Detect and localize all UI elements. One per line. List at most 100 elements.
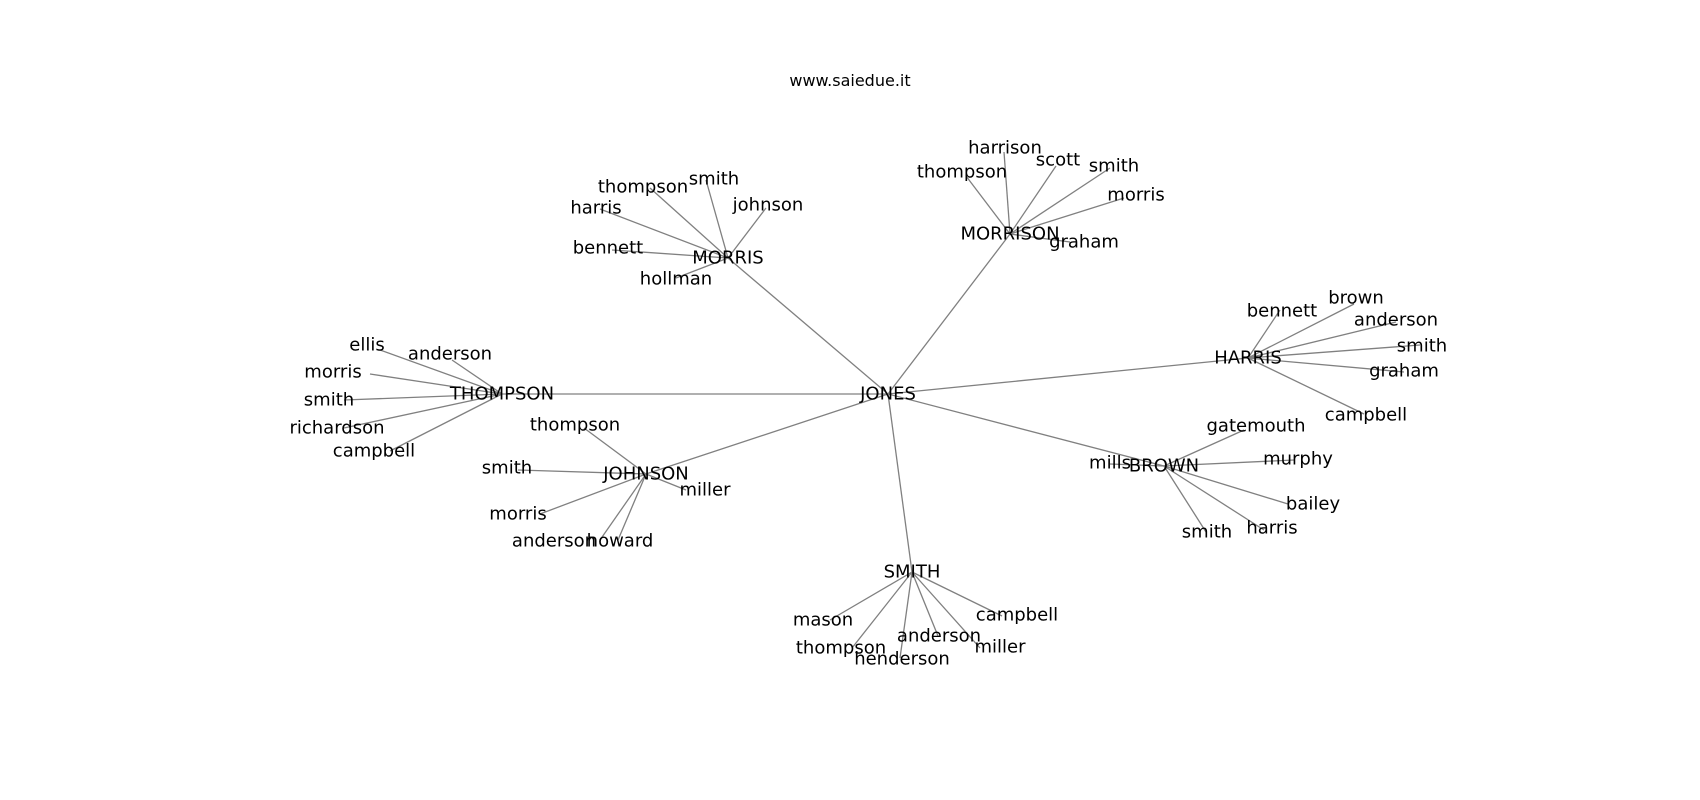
node-label-leaf: richardson <box>289 418 384 439</box>
edge-root-to-morrison <box>887 233 1011 395</box>
edge-brown-to-gatemouth <box>1163 429 1245 467</box>
edge-morris-to-johnson <box>727 207 767 259</box>
node-label-leaf: campbell <box>333 441 415 462</box>
node-label-leaf: henderson <box>854 649 950 670</box>
node-label-leaf: morris <box>304 362 361 383</box>
edge-johnson-to-howard <box>617 473 647 541</box>
edge-brown-to-mills <box>1109 463 1165 467</box>
edge-thompson-to-morris <box>369 373 503 395</box>
node-label-leaf: anderson <box>897 626 981 647</box>
edge-morris-to-thompson <box>649 187 729 259</box>
node-label-leaf: ellis <box>349 335 384 356</box>
node-label-leaf: mason <box>793 610 853 631</box>
node-label-leaf: graham <box>1369 361 1439 382</box>
edge-morris-to-hollman <box>675 257 729 279</box>
node-label-leaf: smith <box>304 390 354 411</box>
edge-morrison-to-harrison <box>1003 151 1011 235</box>
edge-harris-to-smith <box>1247 344 1421 359</box>
edge-morrison-to-smith <box>1009 167 1111 235</box>
page-title: www.saiedue.it <box>789 71 911 90</box>
edge-morris-to-smith <box>705 179 729 259</box>
node-label-leaf: bennett <box>573 238 644 259</box>
node-label-leaf: anderson <box>512 531 596 552</box>
node-label-hub: MORRISON <box>960 224 1059 245</box>
edge-morrison-to-thompson <box>965 175 1011 235</box>
edge-smith-to-campbell <box>911 571 1003 617</box>
node-label-leaf: johnson <box>732 195 804 216</box>
node-label-leaf: thompson <box>917 162 1007 183</box>
node-label-leaf: smith <box>1397 336 1447 357</box>
edge-thompson-to-campbell <box>389 393 503 452</box>
node-label-leaf: thompson <box>530 415 620 436</box>
edge-johnson-to-miller <box>645 473 687 491</box>
edge-johnson-to-thompson <box>583 427 647 475</box>
edge-root-to-brown <box>887 393 1165 467</box>
node-label-leaf: morris <box>489 504 546 525</box>
edge-root-to-johnson <box>645 393 889 475</box>
node-label-leaf: murphy <box>1263 449 1333 470</box>
node-label-root: JONES <box>859 384 916 405</box>
node-label-leaf: anderson <box>408 344 492 365</box>
edge-thompson-to-anderson <box>451 359 503 395</box>
edge-smith-to-anderson <box>911 571 939 637</box>
node-label-leaf: hollman <box>640 269 712 290</box>
node-label-leaf: mills <box>1089 453 1131 474</box>
edge-root-to-smith <box>887 393 913 573</box>
node-label-leaf: gatemouth <box>1206 416 1305 437</box>
node-label-leaf: campbell <box>1325 405 1407 426</box>
node-label-hub: BROWN <box>1129 456 1199 477</box>
edge-morrison-to-morris <box>1009 197 1125 235</box>
edge-root-to-morris <box>727 257 889 395</box>
edge-smith-to-thompson <box>851 571 913 649</box>
node-label-leaf: campbell <box>976 605 1058 626</box>
graph-edges <box>343 151 1421 659</box>
node-label-leaf: howard <box>587 531 654 552</box>
edge-morrison-to-scott <box>1009 165 1057 235</box>
edge-brown-to-harris <box>1163 465 1265 531</box>
node-label-leaf: harris <box>570 198 621 219</box>
edge-morrison-to-graham <box>1009 233 1071 243</box>
edge-root-to-harris <box>887 357 1249 395</box>
node-label-leaf: morris <box>1107 185 1164 206</box>
node-label-leaf: bailey <box>1286 494 1341 515</box>
node-label-leaf: anderson <box>1354 310 1438 331</box>
edge-harris-to-brown <box>1247 303 1355 359</box>
edge-brown-to-murphy <box>1163 459 1295 467</box>
edge-thompson-to-ellis <box>379 349 503 395</box>
node-label-leaf: harrison <box>968 138 1042 159</box>
node-label-leaf: harris <box>1246 518 1297 539</box>
node-label-leaf: smith <box>689 169 739 190</box>
node-label-leaf: graham <box>1049 232 1119 253</box>
edge-harris-to-graham <box>1247 357 1405 373</box>
edge-harris-to-anderson <box>1247 321 1397 359</box>
edge-harris-to-campbell <box>1247 357 1365 415</box>
node-label-hub: MORRIS <box>692 248 763 269</box>
node-label-leaf: smith <box>1089 156 1139 177</box>
node-label-leaf: thompson <box>598 177 688 198</box>
edge-johnson-to-smith <box>517 469 647 475</box>
edge-brown-to-bailey <box>1163 465 1289 505</box>
edge-brown-to-smith <box>1163 465 1207 533</box>
edge-johnson-to-morris <box>539 473 647 515</box>
edge-smith-to-miller <box>911 571 981 649</box>
node-label-hub: THOMPSON <box>449 384 554 405</box>
node-label-hub: SMITH <box>884 562 941 583</box>
edge-thompson-to-richardson <box>343 393 503 429</box>
edge-morris-to-bennett <box>611 249 729 259</box>
node-label-leaf: smith <box>1182 522 1232 543</box>
node-label-leaf: brown <box>1328 288 1384 309</box>
node-label-hub: HARRIS <box>1214 348 1282 369</box>
node-label-leaf: smith <box>482 458 532 479</box>
node-label-leaf: thompson <box>796 638 886 659</box>
edge-smith-to-henderson <box>899 571 913 659</box>
edge-morris-to-harris <box>599 208 729 259</box>
node-label-hub: JOHNSON <box>602 464 689 485</box>
edge-johnson-to-anderson <box>599 473 647 541</box>
node-label-leaf: scott <box>1036 150 1080 171</box>
edge-harris-to-bennett <box>1247 309 1281 359</box>
node-label-leaf: bennett <box>1247 301 1318 322</box>
edge-thompson-to-smith <box>343 393 503 401</box>
edge-smith-to-mason <box>829 571 913 621</box>
